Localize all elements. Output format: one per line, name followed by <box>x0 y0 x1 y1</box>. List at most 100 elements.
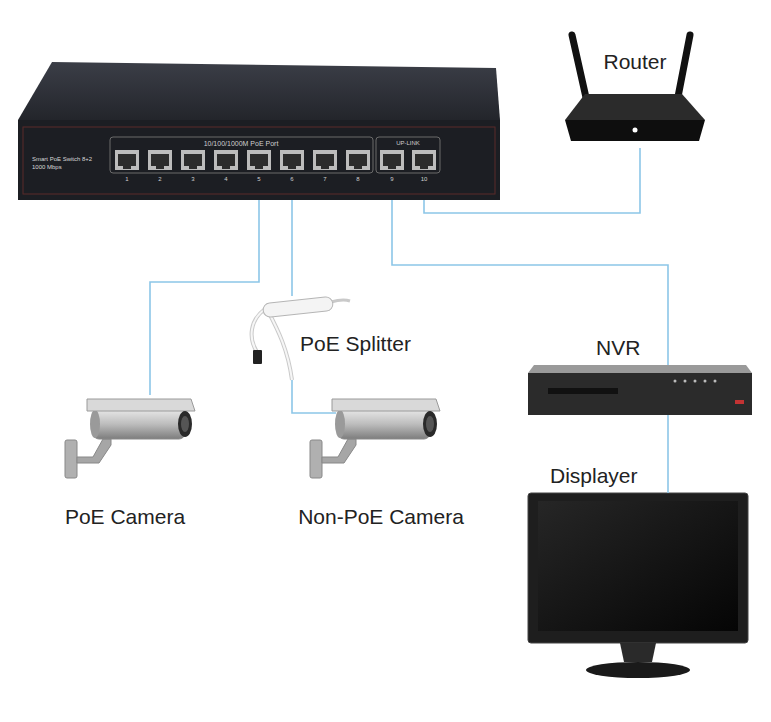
port-notch <box>321 165 329 169</box>
port-number: 5 <box>257 176 260 183</box>
camera-lens-glass <box>181 416 189 432</box>
nvr-slot <box>548 388 618 394</box>
camera-arm <box>77 439 111 463</box>
camera-illustration <box>310 399 440 478</box>
port-number: 8 <box>356 176 359 183</box>
non-poe-camera: Non-PoE Camera <box>336 395 452 480</box>
device-label: PoE Camera <box>65 505 185 529</box>
device-label: Non-PoE Camera <box>298 505 464 529</box>
switch-top <box>18 62 500 120</box>
port-socket <box>316 154 334 166</box>
port <box>380 150 404 170</box>
port-socket <box>151 154 169 166</box>
splitter-body <box>262 296 333 317</box>
splitter-cable <box>268 311 292 380</box>
network-cable <box>150 200 259 395</box>
camera-lens <box>178 411 192 437</box>
router: Router <box>560 30 710 148</box>
port-notch <box>288 165 296 169</box>
port <box>280 150 304 170</box>
camera-hood <box>87 399 195 411</box>
network-cable <box>424 148 640 213</box>
port-frame <box>181 150 205 170</box>
port <box>214 150 238 170</box>
device-label: NVR <box>596 336 640 360</box>
port-frame <box>346 150 370 170</box>
switch-front <box>18 120 500 200</box>
network-cable <box>667 415 669 493</box>
splitter-cable <box>268 311 292 380</box>
port-notch <box>123 165 131 169</box>
port-number: 6 <box>290 176 293 183</box>
port <box>115 150 139 170</box>
router-illustration <box>565 35 705 141</box>
nvr-button <box>674 380 677 383</box>
router-front <box>565 120 705 141</box>
port-number: 9 <box>390 176 393 183</box>
port <box>346 150 370 170</box>
switch-illustration <box>18 62 500 200</box>
splitter-cable <box>331 300 350 302</box>
device-label: PoE Splitter <box>300 332 411 356</box>
camera-arm <box>322 439 356 463</box>
port-frame <box>247 150 271 170</box>
monitor-illustration <box>528 493 748 678</box>
port-number: 2 <box>158 176 161 183</box>
port <box>412 150 436 170</box>
poe-splitter: PoE Splitter <box>248 296 415 380</box>
nvr-badge <box>735 400 744 404</box>
monitor-screen <box>538 501 738 631</box>
nvr: NVR <box>528 365 752 415</box>
wall-plate <box>65 440 77 478</box>
device-label: Router <box>603 50 666 74</box>
poe-camera: PoE Camera <box>63 395 195 480</box>
port <box>148 150 172 170</box>
switch-model: Smart PoE Switch 8+2 1000 Mbps <box>32 156 94 172</box>
port-socket <box>383 154 401 166</box>
router-antenna <box>677 35 690 102</box>
wall-plate <box>310 440 322 478</box>
nvr-button <box>704 380 707 383</box>
uplink-label: UP-LINK <box>396 140 420 147</box>
port-notch <box>222 165 230 169</box>
port-frame <box>380 150 404 170</box>
camera-rear <box>335 410 345 438</box>
port-number: 1 <box>125 176 128 183</box>
camera-body <box>338 409 430 439</box>
switch-panel-line <box>23 127 495 194</box>
connector-group <box>150 148 668 493</box>
uplink-group-frame <box>376 137 440 173</box>
camera-lens-glass <box>426 416 434 432</box>
port-socket <box>217 154 235 166</box>
router-led <box>633 128 638 133</box>
splitter-cable <box>252 309 265 352</box>
splitter-cable <box>252 309 265 352</box>
monitor-bezel <box>528 493 748 643</box>
nvr-illustration <box>528 365 752 415</box>
port-notch <box>388 165 396 169</box>
port-notch <box>189 165 197 169</box>
dc-plug <box>253 350 262 364</box>
camera-lens <box>423 411 437 437</box>
camera-rear <box>90 410 100 438</box>
network-cable <box>292 380 336 413</box>
port-frame <box>148 150 172 170</box>
camera-body <box>93 409 185 439</box>
network-cable <box>291 200 293 296</box>
port-socket <box>184 154 202 166</box>
nvr-button <box>714 380 717 383</box>
router-antenna <box>572 35 587 102</box>
port <box>313 150 337 170</box>
port-frame <box>214 150 238 170</box>
port-notch <box>354 165 362 169</box>
port-number: 3 <box>191 176 194 183</box>
port-socket <box>118 154 136 166</box>
port-notch <box>156 165 164 169</box>
port <box>247 150 271 170</box>
port-frame <box>412 150 436 170</box>
port-socket <box>415 154 433 166</box>
